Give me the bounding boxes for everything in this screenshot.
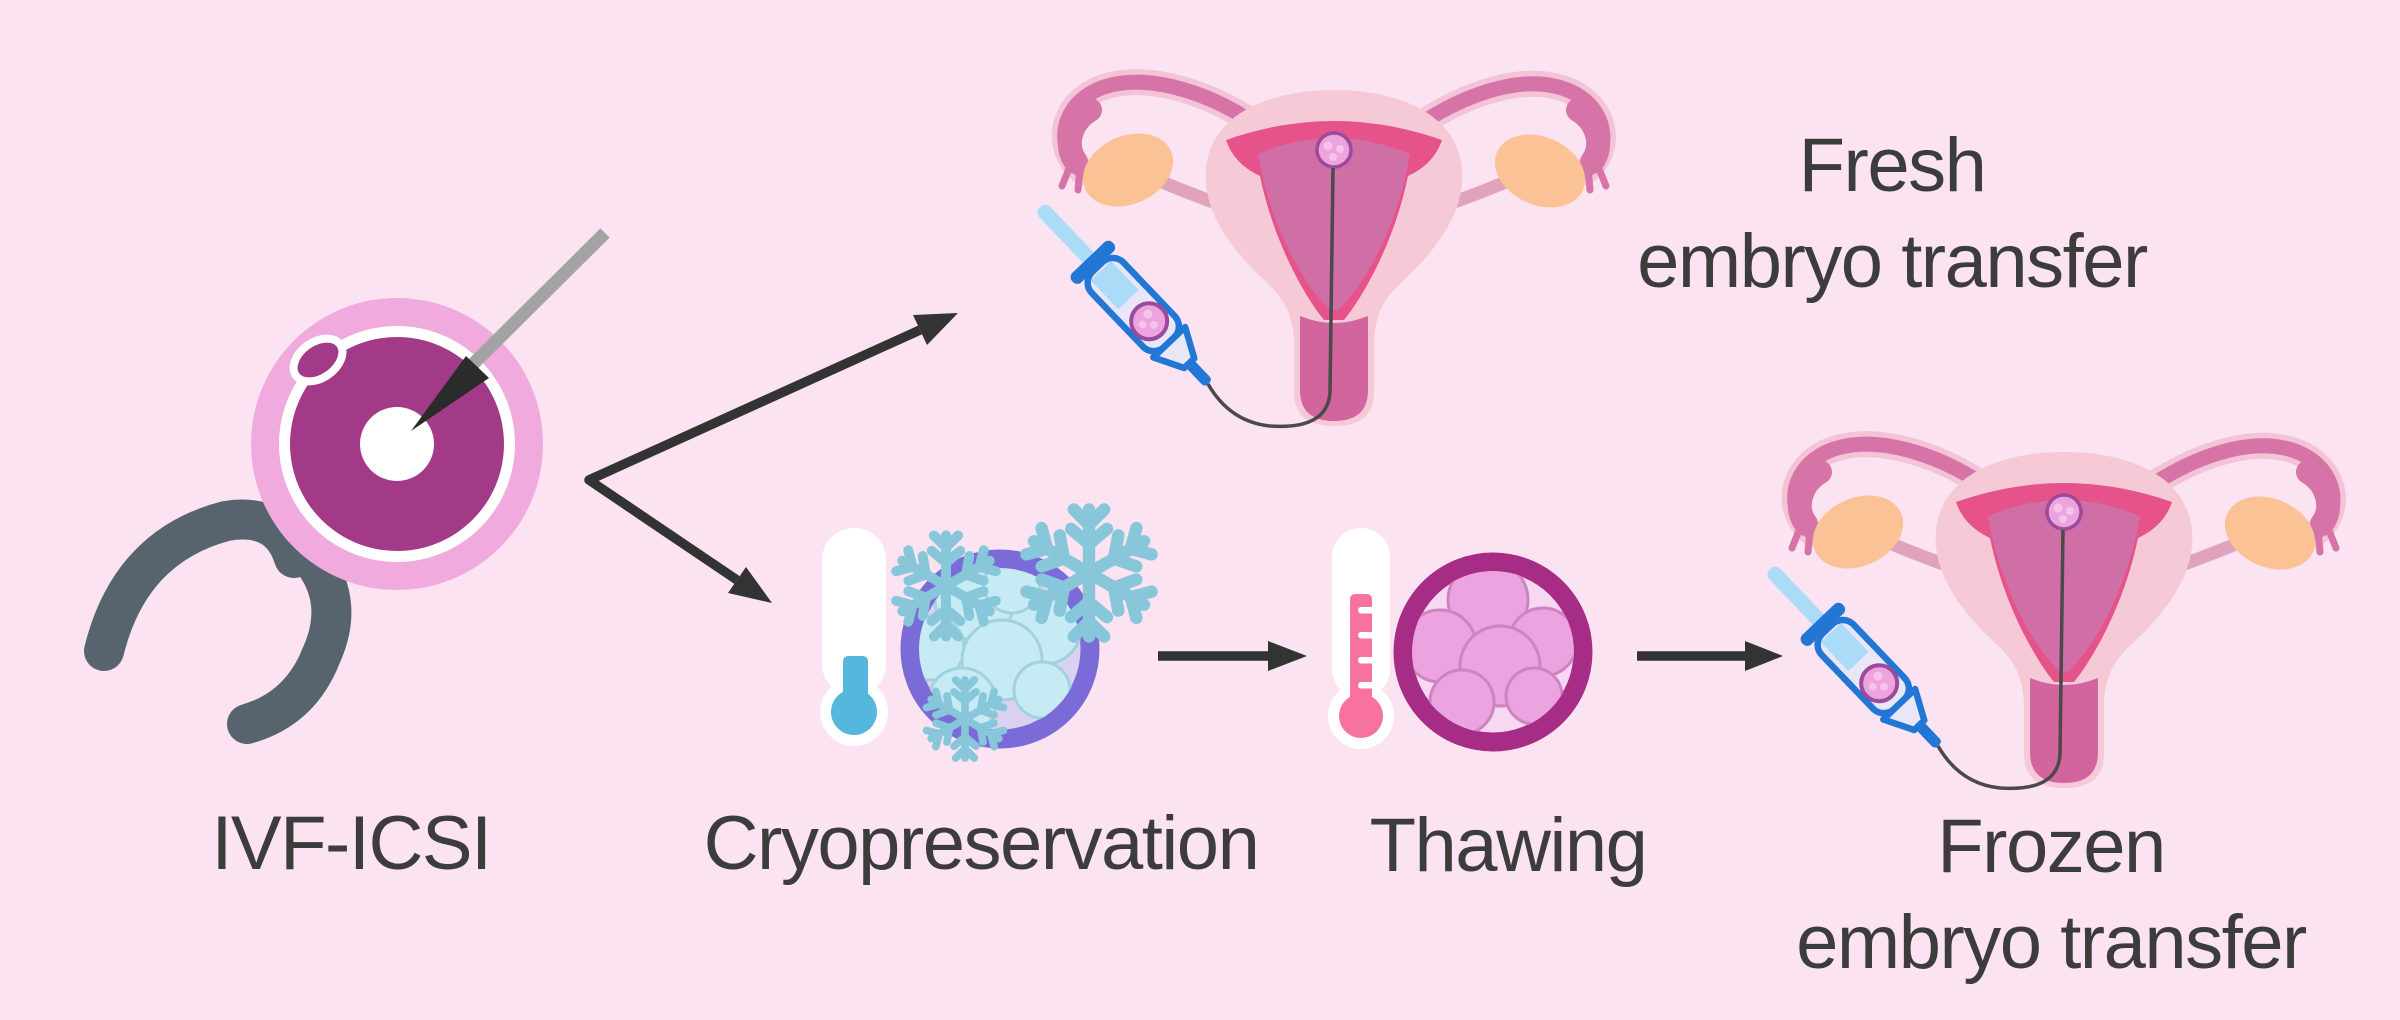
polar-body — [289, 334, 347, 386]
cryopreservation-icon — [820, 510, 1153, 759]
arrow-right-icon — [1268, 641, 1307, 671]
arrow-down-icon — [728, 567, 772, 603]
branch-arrows — [584, 313, 958, 603]
thermometer-ticks — [1358, 607, 1377, 689]
thermometer-warm-icon — [1328, 528, 1394, 749]
thawed-embryo-icon — [1393, 552, 1593, 752]
label-thawing: Thawing — [1369, 803, 1648, 888]
uterus-illustration-frozen — [1750, 444, 2336, 788]
thawing-icon — [1328, 528, 1593, 752]
label-frozen-line1: Frozen — [1937, 804, 2166, 889]
arrow-right-icon — [1745, 641, 1783, 671]
arrow-up-icon — [913, 313, 958, 345]
label-frozen-line2: embryo transfer — [1796, 900, 2307, 985]
icsi-illustration — [84, 228, 610, 744]
label-fresh-line1: Fresh — [1798, 123, 1987, 208]
arrow-thaw-to-frozen — [1637, 641, 1783, 671]
icsi-needle-icon — [411, 228, 610, 431]
label-frozen-embryo-transfer: Frozen embryo transfer — [1796, 799, 2307, 991]
frozen-embryo-icon — [895, 510, 1153, 759]
label-ivf-icsi: IVF-ICSI — [211, 801, 492, 886]
thermometer-cold-icon — [820, 528, 888, 746]
uterus-illustration-fresh — [1020, 82, 1606, 426]
label-fresh-embryo-transfer: Fresh embryo transfer — [1637, 118, 2148, 310]
arrow-cryo-to-thaw — [1158, 641, 1307, 671]
label-fresh-line2: embryo transfer — [1637, 219, 2148, 304]
label-cryopreservation: Cryopreservation — [703, 801, 1260, 886]
holding-pipette-icon — [84, 499, 352, 744]
